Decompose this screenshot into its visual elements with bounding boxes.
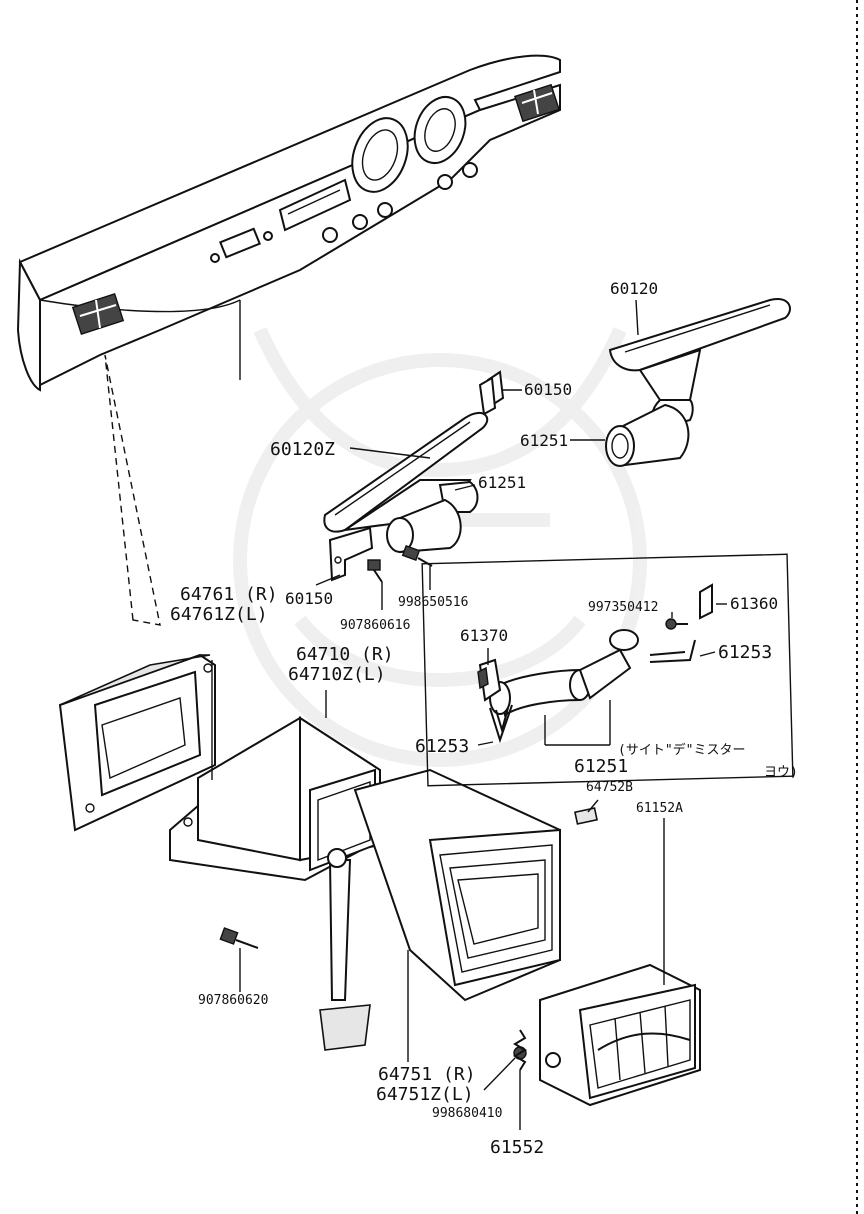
location-arrow [104,354,161,626]
screw-997350412 [665,618,688,630]
demister-hose-61251 [489,629,639,717]
demister-nozzle-61370 [477,658,502,702]
label-61253-left: 61253 [415,736,469,757]
defroster-nozzle-left [323,411,489,554]
label-64710r: 64710 (R) [296,644,394,665]
label-demister-note-1: (サイト"デ"ミスター [618,742,745,758]
label-61251-right: 61251 [520,431,568,450]
bracket-60150-top [478,370,505,416]
label-61152a: 61152A [636,801,683,816]
watermark-emblem [233,327,647,767]
label-61370: 61370 [460,626,508,645]
bolt-907860620 [219,927,259,949]
label-64752b: 64752B [586,780,633,795]
demister-subassembly-box [421,553,794,787]
bracket-60150-left [328,526,374,582]
label-60150-top: 60150 [524,380,572,399]
demister-tube-61253-right [649,639,696,663]
defroster-nozzle-right [605,298,791,467]
clip-61360 [699,583,713,620]
label-61253-right: 61253 [718,642,772,663]
label-998680410: 998680410 [432,1106,502,1121]
label-907860616: 907860616 [340,618,410,633]
label-64761zl: 64761Z(L) [170,604,268,625]
grille-61152a [539,963,701,1107]
label-61552: 61552 [490,1137,544,1158]
label-60120: 60120 [610,279,658,298]
screw-998650516 [401,545,433,567]
right-dash-vent [514,83,560,123]
left-dash-vent [71,293,125,335]
outlet-frame-64761 [58,653,216,832]
label-64751r: 64751 (R) [378,1064,476,1085]
label-61360: 61360 [730,594,778,613]
label-64710zl: 64710Z(L) [288,664,386,685]
label-demister-note-2: ヨウ) [764,765,798,780]
label-997350412: 997350412 [588,600,658,615]
label-60120z: 60120Z [270,439,335,460]
label-64761r: 64761 (R) [180,584,278,605]
dashboard-panel [16,54,561,392]
label-61251-center: 61251 [478,473,526,492]
duct-box-64710 [169,716,381,1051]
leader-lines [211,299,727,1130]
label-907860620: 907860620 [198,993,268,1008]
clip-64752b [574,807,598,825]
screw-907860616 [367,559,383,583]
label-64751zl: 64751Z(L) [376,1084,474,1105]
label-998650516: 998650516 [398,595,468,610]
spring-61552 [513,1029,527,1071]
label-60150-left: 60150 [285,589,333,608]
label-61251-bottom: 61251 [574,756,628,777]
demister-tube-61253-left [489,704,513,744]
vent-assembly-64751 [353,768,561,1002]
